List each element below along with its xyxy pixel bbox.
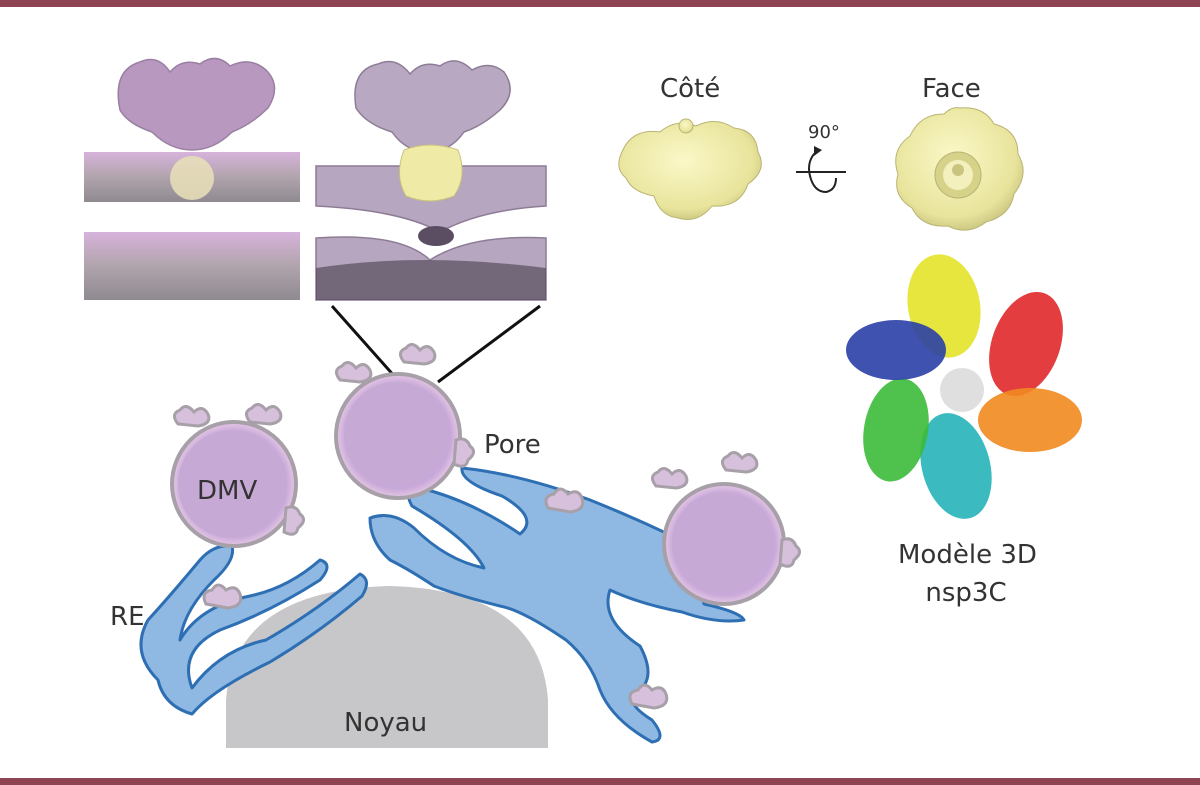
subunit-cyan [920, 413, 992, 519]
face-view-center-knob [952, 164, 964, 176]
dmv-left-inner [178, 430, 286, 538]
nsp3c-ribbon-model [846, 254, 1082, 519]
cutaway-crown-density [354, 60, 511, 153]
rotation-arrow-icon [808, 149, 837, 194]
dmv-right-pore-3 [778, 537, 801, 568]
label-er: RE [110, 602, 145, 632]
label-side-view: Côté [660, 74, 721, 104]
zoom-line-left [330, 305, 398, 379]
dmv-center [334, 343, 475, 500]
label-model-line1: Modèle 3D [898, 540, 1037, 570]
er-pore-center [544, 487, 585, 514]
pore-crown-density [117, 57, 276, 151]
ribbon-core [940, 368, 984, 412]
rotation-indicator [796, 146, 846, 194]
subunit-red [989, 291, 1063, 397]
cryo-em-map-panel [84, 57, 300, 300]
er-left-cisterna [139, 544, 368, 716]
dmv-right-pore-2 [721, 451, 759, 474]
bottom-border [0, 778, 1200, 785]
face-view-density [895, 107, 1024, 231]
label-nucleus: Noyau [344, 708, 428, 738]
zoom-line-right [437, 304, 541, 384]
pore-core-density [170, 156, 214, 200]
cryo-em-cutaway-panel [315, 60, 547, 301]
dmv-right-pore-1 [651, 467, 689, 490]
side-view-density [618, 118, 762, 220]
label-pore: Pore [484, 430, 541, 460]
side-view-knob [678, 118, 694, 134]
cutaway-channel-opening [418, 226, 454, 246]
dmv-center-pore-3 [452, 437, 475, 468]
cutaway-pore-core [399, 144, 463, 202]
side-view-shape [618, 121, 762, 220]
dmv-right-inner [672, 492, 772, 592]
dmv-center-pore-1 [335, 361, 373, 384]
rotation-arrowhead-icon [814, 146, 822, 156]
dmv-left-pore-2 [245, 403, 283, 426]
dmv-left [170, 403, 305, 548]
label-face-view: Face [922, 74, 981, 104]
dmv-center-pore-2 [399, 343, 437, 366]
label-rotation: 90° [808, 122, 840, 143]
inner-membrane [84, 232, 300, 300]
dmv-center-inner [344, 382, 448, 486]
cutaway-shadow [316, 260, 546, 300]
subunit-orange [978, 388, 1082, 452]
dmv-left-pore-1 [173, 405, 211, 428]
subunit-blue [846, 320, 946, 380]
subunit-green [863, 378, 929, 482]
label-dmv: DMV [197, 476, 258, 506]
label-model-line2: nsp3C [925, 578, 1007, 608]
dmv-left-pore-3 [282, 505, 305, 536]
top-border [0, 0, 1200, 7]
er-pore-left [202, 583, 243, 610]
er-pore-bottom [628, 683, 669, 710]
dmv-right [651, 451, 801, 606]
